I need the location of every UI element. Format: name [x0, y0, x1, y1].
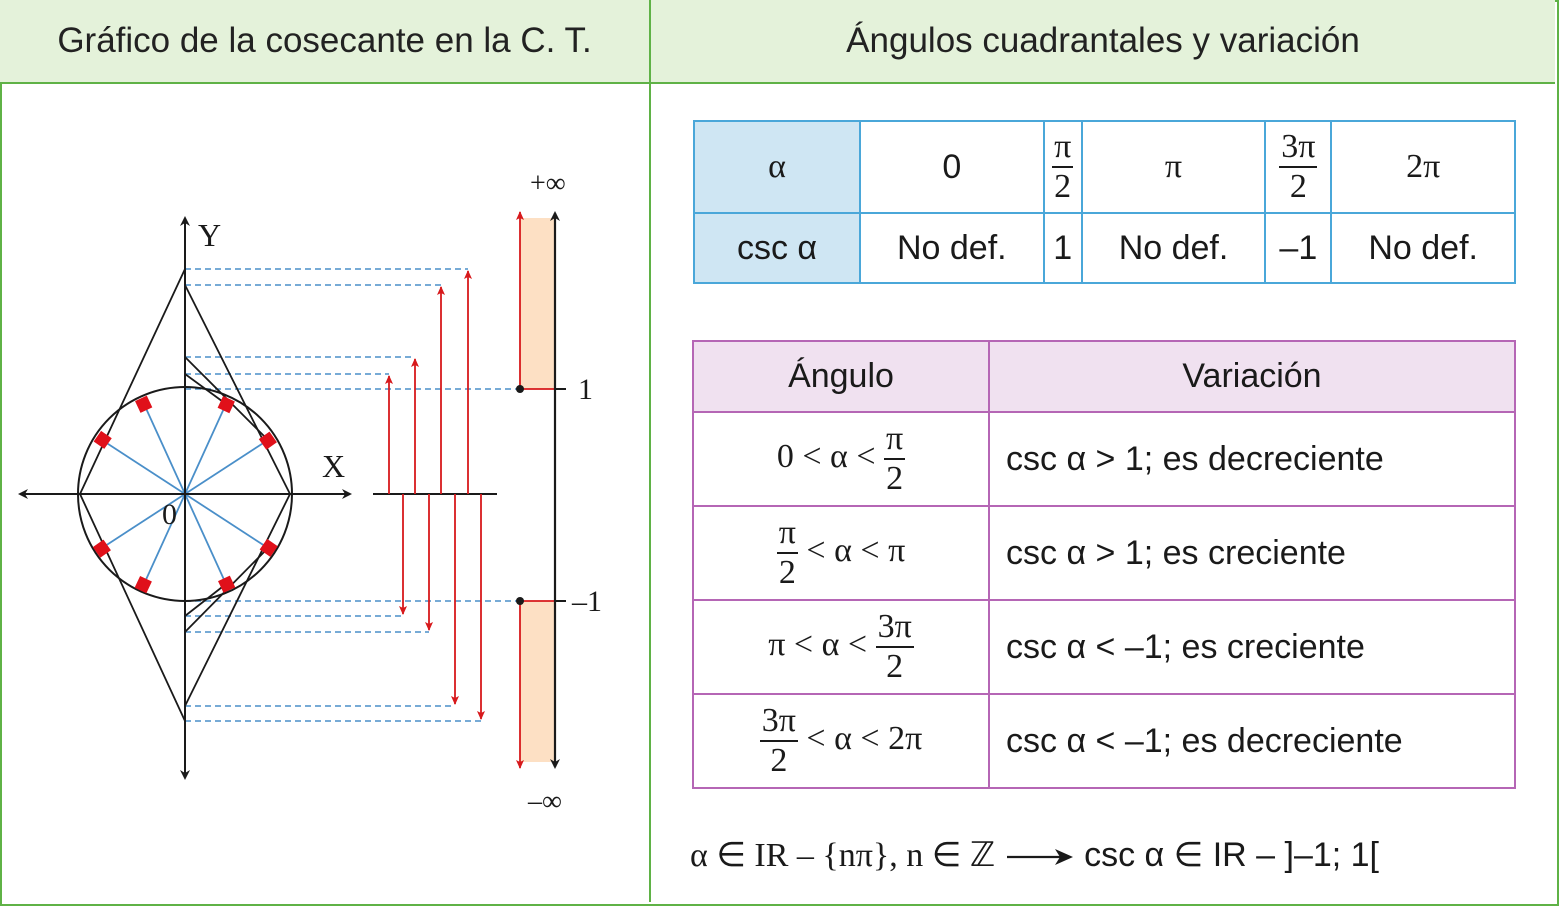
csc-value-cell: No def.	[859, 212, 1045, 284]
domain-range-formula: α ∈ IR – {nπ}, n ∈ ℤ csc α ∈ IR – ]–1; 1…	[690, 835, 1379, 875]
plus-infinity-label: +∞	[530, 168, 566, 199]
point-minus-one	[516, 597, 524, 605]
tangent-point-markers	[92, 395, 278, 594]
range-band-edges	[516, 211, 555, 769]
variation-text: csc α > 1; es decreciente	[988, 411, 1516, 507]
angle-column-header: Ángulo	[692, 340, 990, 413]
variation-text: csc α < –1; es creciente	[988, 599, 1516, 695]
tick-label-minus-one: –1	[571, 585, 602, 618]
projection-lines	[185, 268, 520, 722]
point-one	[516, 385, 524, 393]
y-axis-label: Y	[198, 217, 221, 253]
radii	[101, 403, 269, 585]
implies-arrow-icon	[1006, 849, 1073, 866]
csc-value-cell: No def.	[1080, 212, 1267, 284]
angle-cell: 2π	[1330, 120, 1516, 214]
variation-column-header: Variación	[988, 340, 1516, 413]
csc-row-header: csc α	[693, 212, 861, 284]
cosecant-unit-circle-diagram: Y X 0 +∞ –∞ 1 –1	[18, 168, 602, 817]
right-panel-title: Ángulos cuadrantales y variación	[651, 0, 1555, 84]
variation-text: csc α < –1; es decreciente	[988, 693, 1516, 789]
angle-cell: 0	[859, 120, 1045, 214]
angle-cell: π	[1080, 120, 1267, 214]
variation-text: csc α > 1; es creciente	[988, 505, 1516, 601]
csc-value-cell: 1	[1042, 212, 1083, 284]
range-expression: csc α ∈ IR – ]–1; 1[	[1084, 836, 1380, 874]
upper-range-band	[520, 218, 555, 389]
tick-label-one: 1	[578, 373, 593, 406]
domain-expression: α ∈ IR – {nπ}, n ∈ ℤ	[690, 837, 996, 874]
x-axis-label: X	[322, 448, 345, 484]
csc-value-cell: –1	[1264, 212, 1333, 284]
csc-value-cell: No def.	[1330, 212, 1516, 284]
panel-divider	[649, 0, 651, 902]
minus-infinity-label: –∞	[527, 786, 562, 817]
origin-label: 0	[162, 498, 177, 531]
projection-arrows	[385, 270, 485, 720]
left-panel-title: Gráfico de la cosecante en la C. T.	[0, 0, 649, 84]
alpha-row-header: α	[693, 120, 861, 214]
lower-range-band	[520, 601, 555, 762]
